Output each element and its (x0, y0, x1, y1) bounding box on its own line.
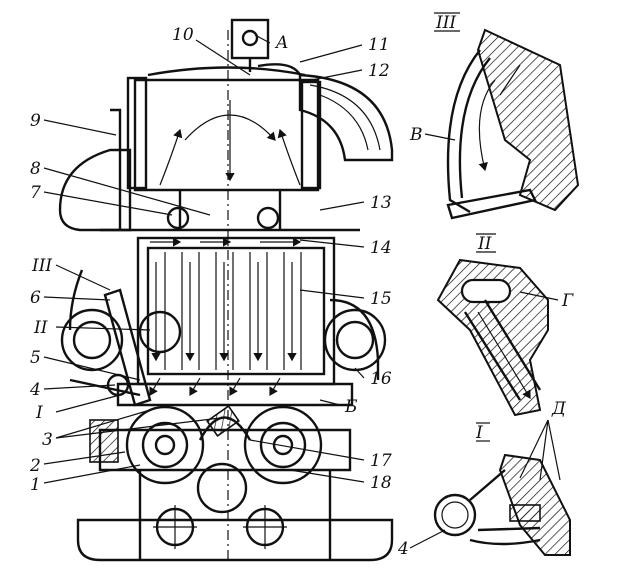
label-g: Г (561, 291, 574, 311)
label-3: 3 (42, 430, 53, 450)
label-18: 18 (370, 473, 392, 493)
label-roman-iii-detail: III (435, 13, 456, 33)
label-10: 10 (172, 25, 194, 45)
label-4: 4 (29, 380, 41, 400)
label-5: 5 (30, 348, 41, 368)
crankcase (76, 428, 394, 562)
label-a: A (274, 33, 288, 53)
label-8: 8 (30, 159, 41, 179)
label-v: В (409, 125, 423, 145)
label-roman-i-main: I (35, 403, 43, 423)
label-7: 7 (30, 183, 41, 203)
label-roman-ii-detail: II (477, 234, 492, 254)
label-6: 6 (30, 288, 41, 308)
label-roman-ii-main: II (33, 318, 48, 338)
label-1: 1 (30, 475, 41, 495)
label-16: 16 (370, 369, 392, 389)
label-9: 9 (30, 111, 41, 131)
label-13: 13 (370, 193, 392, 213)
label-roman-i-detail: I (475, 423, 483, 443)
detail-i (433, 453, 571, 556)
label-b: Б (344, 397, 358, 417)
top-fitting-a (230, 18, 302, 76)
roman-overbars (434, 12, 496, 442)
cooler-block (116, 236, 354, 407)
label-d: Д (551, 399, 567, 419)
label-14: 14 (370, 238, 392, 258)
label-4-detail: 4 (397, 539, 409, 559)
label-2: 2 (29, 456, 41, 476)
callout-labels: 1 2 3 4 5 6 7 8 9 10 11 12 13 14 15 16 1… (29, 13, 574, 559)
side-cylinders (60, 269, 387, 407)
label-roman-iii-main: III (31, 256, 52, 276)
detail-iii (446, 28, 580, 220)
label-11: 11 (368, 35, 390, 55)
label-17: 17 (370, 451, 392, 471)
label-15: 15 (370, 289, 392, 309)
detail-ii (436, 258, 549, 417)
fan-volute (58, 30, 394, 560)
label-12: 12 (368, 61, 390, 81)
leader-lines (43, 34, 561, 549)
